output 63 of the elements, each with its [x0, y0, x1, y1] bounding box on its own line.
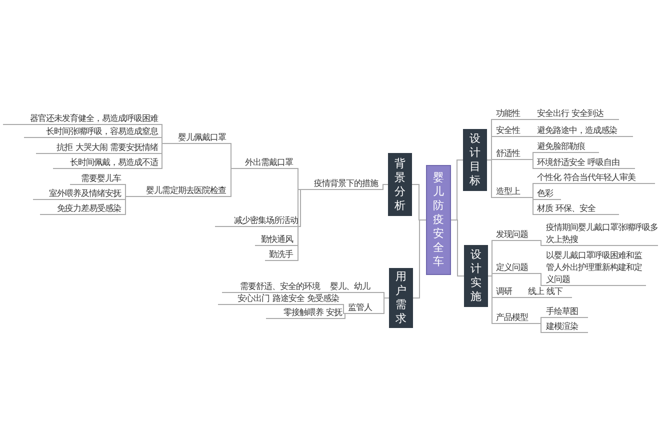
topic-label: 疫情期间婴儿戴口罩张嘴呼吸多次上热搜: [546, 221, 658, 246]
branch-line: [536, 323, 546, 333]
branch-line: [378, 298, 390, 314]
topic-label: 需要舒适、安全的环境: [222, 280, 320, 293]
branch-line: [158, 143, 166, 169]
topic-label: 以婴儿戴口罩呼吸困难和监管人外出护理重新构建和定义问题: [546, 249, 646, 286]
topic-label: 避免脸部勒痕: [537, 140, 599, 153]
topic-label: 建模渲染: [546, 320, 588, 333]
topic-label: 调研: [496, 285, 520, 298]
topic-label: 器官还未发育健全，易造成呼吸困难: [3, 112, 158, 125]
topic-label: 安心出门 路途安全 免受感染: [218, 292, 339, 305]
topic-label: 婴儿、幼儿: [330, 280, 379, 293]
topic-label: 长时间佩戴，易造成不适: [53, 156, 158, 169]
branch-line: [412, 220, 426, 298]
topic-label: 抗拒 大哭大闹 需要安抚情绪: [36, 141, 158, 154]
topic-label: 安全出行 安全到达: [537, 107, 619, 120]
topic-label: 零接触喂养 安抚: [266, 306, 342, 319]
branch-line: [486, 160, 496, 198]
branch-topic-box: 用户需求: [389, 268, 413, 328]
branch-line: [536, 240, 546, 246]
branch-line: [528, 119, 538, 120]
topic-label: 长时间张嘴呼吸，容易造成窒息: [24, 125, 158, 138]
topic-label: 个性化 符合当代年轻人审美: [537, 171, 655, 184]
topic-label: 勤洗手: [265, 248, 293, 261]
topic-label: 安全性: [496, 124, 529, 137]
topic-label: 产品模型: [496, 311, 536, 324]
topic-label: 需要婴儿车: [70, 172, 121, 185]
topic-label: 减少密集场所活动: [215, 214, 298, 227]
branch-line: [120, 196, 130, 215]
topic-label: 舒适性: [496, 147, 529, 160]
branch-line: [226, 168, 236, 197]
branch-line: [342, 313, 348, 319]
branch-line: [528, 159, 538, 169]
topic-label: 发现问题: [496, 228, 536, 241]
topic-label: 免疫力差易受感染: [40, 202, 121, 215]
branch-line: [450, 220, 464, 276]
topic-label: 手绘草图: [546, 305, 588, 318]
branch-line: [528, 136, 538, 137]
topic-label: 材质 环保、安全: [537, 202, 619, 215]
topic-label: 色彩: [537, 187, 561, 200]
branch-topic-box: 设计实施: [464, 245, 488, 307]
topic-label: 避免路途中，造成感染: [537, 124, 633, 137]
branch-topic-box: 设计目标: [463, 129, 487, 191]
branch-line: [488, 276, 496, 324]
topic-label: 功能性: [496, 107, 529, 120]
topic-label: 婴儿需定期去医院检查: [130, 184, 226, 197]
topic-label: 线上 线下: [528, 285, 572, 298]
topic-label: 监管人: [348, 301, 379, 314]
branch-line: [536, 273, 546, 286]
branch-line: [320, 292, 330, 293]
topic-label: 定义问题: [496, 261, 536, 274]
branch-topic-box: 背景分析: [388, 153, 412, 216]
topic-label: 室外喂养及情绪安抚: [33, 187, 121, 200]
topic-label: 勤快通风: [255, 233, 293, 246]
central-topic-box: 婴儿防疫安全车: [426, 165, 451, 275]
topic-label: 造型上: [496, 185, 529, 198]
branch-line: [378, 184, 388, 190]
topic-label: 婴儿佩戴口罩: [166, 131, 226, 144]
topic-label: 外出需戴口罩: [236, 156, 293, 169]
branch-line: [520, 297, 528, 298]
branch-line: [298, 189, 304, 227]
topic-label: 环境舒适安全 呼吸自由: [537, 156, 635, 169]
topic-label: 疫情背景下的措施: [303, 177, 378, 190]
